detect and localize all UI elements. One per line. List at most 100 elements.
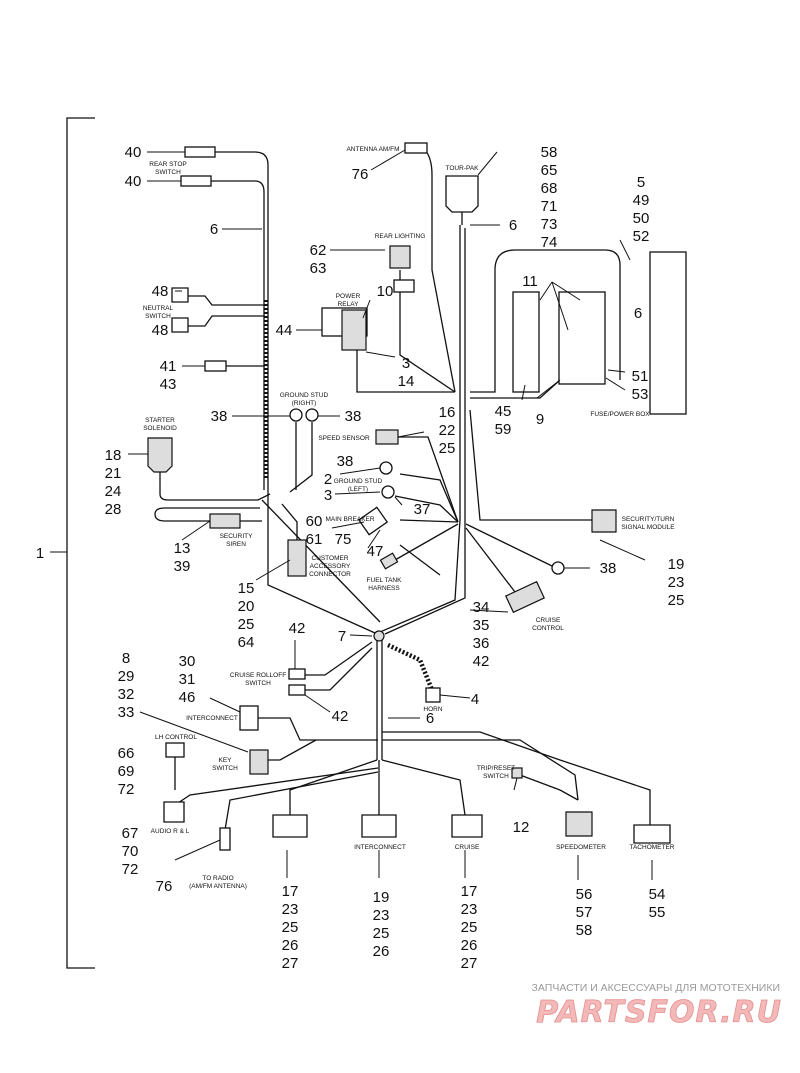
callout: 44 [276,322,293,339]
callout: 25 [373,925,390,942]
callout: 25 [461,919,478,936]
callout: 20 [238,598,255,615]
callout: 13 [174,540,191,557]
callout: 57 [576,904,593,921]
power-relay-socket [341,309,367,351]
callout: 3 [324,487,332,504]
callout: 6 [634,305,642,322]
cruise-lower-connector [451,814,483,838]
callout: 19 [373,889,390,906]
label-power-relay: RELAY [338,301,359,308]
label-speed-sensor: SPEED SENSOR [318,435,370,442]
rear-lighting-connector [389,245,411,269]
label-to-radio: (AM/FM ANTENNA) [189,883,247,890]
callout: 32 [118,686,135,703]
callout: 53 [632,386,649,403]
fuse-block-side [558,291,606,385]
callout: 36 [473,635,490,652]
components [147,142,687,851]
callout: 39 [174,558,191,575]
label-fuse-power-box: FUSE/POWER BOX [590,411,650,418]
callout: 6 [509,217,517,234]
label-rear-stop: SWITCH [155,169,181,176]
callout: 69 [118,763,135,780]
callout: 12 [513,819,530,836]
callout: 42 [289,620,306,637]
audio-connector [163,801,185,823]
label-neutral-switch: NEUTRAL [143,305,174,312]
callout: 76 [156,878,173,895]
leader-lines [128,149,653,880]
label-ground-stud-right: GROUND STUD [280,392,329,399]
callout: 27 [461,955,478,972]
callout: 41 [160,358,177,375]
main-breaker [357,506,389,536]
label-rear-lighting: REAR LIGHTING [375,233,426,240]
callout: 63 [310,260,327,277]
callout: 42 [332,708,349,725]
label-interconnect: INTERCONNECT [186,715,238,722]
callout: 58 [576,922,593,939]
callout: 42 [473,653,490,670]
callout: 74 [541,234,558,251]
label-antenna: ANTENNA AM/FM [346,146,399,153]
callout: 38 [211,408,228,425]
neutral-switch-connector [171,287,189,303]
callout: 64 [238,634,255,651]
label-ground-stud-left: GROUND STUD [334,478,383,485]
radio-antenna-plug [219,827,231,851]
callout: 28 [105,501,122,518]
callout: 1 [36,545,44,562]
callout: 24 [105,483,122,500]
callout: 50 [633,210,650,227]
label-trip-reset: SWITCH [483,773,509,780]
callout: 48 [152,322,169,339]
label-security-siren: SIREN [226,541,246,548]
callout: 46 [179,689,196,706]
callout: 10 [377,283,394,300]
key-switch-connector [249,749,269,775]
callout: 71 [541,198,558,215]
callout: 48 [152,283,169,300]
callout: 23 [373,907,390,924]
callout: 67 [122,825,139,842]
callout: 17 [282,883,299,900]
callout: 38 [345,408,362,425]
label-power-relay: POWER [336,293,361,300]
callout: 16 [439,404,456,421]
speedometer-connector [565,811,593,837]
callout: 26 [373,943,390,960]
label-tour-pak: TOUR-PAK [446,165,480,172]
callout: 75 [335,531,352,548]
rear-stop-connector [180,175,212,187]
ground-stud-eyelet [551,561,565,575]
watermark: ЗАПЧАСТИ И АКСЕССУАРЫ ДЛЯ МОТОТЕХНИКИ PA… [532,982,782,1030]
callout: 49 [633,192,650,209]
callout: 66 [118,745,135,762]
label-to-radio: TO RADIO [202,875,233,882]
callout: 25 [282,919,299,936]
callout: 4 [471,691,479,708]
label-cruise-control: CRUISE [536,617,561,624]
callout: 72 [122,861,139,878]
callout: 51 [632,368,649,385]
callout: 29 [118,668,135,685]
label-key-switch: SWITCH [212,765,238,772]
ground-stud-left-eyelet [381,485,395,499]
callout: 61 [306,531,323,548]
callout: 14 [398,373,415,390]
tour-pak-connector [445,175,479,213]
interconnect-connector [239,705,259,731]
callout: 65 [541,162,558,179]
component-labels: REAR STOP SWITCH NEUTRAL SWITCH STARTER … [143,146,675,890]
callout-numbers: 1 40 40 6 62 63 48 48 44 41 43 38 38 18 … [36,144,685,972]
label-cruise-rolloff: SWITCH [245,680,271,687]
callout: 62 [310,242,327,259]
callout: 15 [238,580,255,597]
callout: 23 [461,901,478,918]
lh-control-connector [165,742,185,758]
label-customer-accessory: CONNECTOR [309,571,351,578]
callout: 40 [125,144,142,161]
callout: 70 [122,843,139,860]
